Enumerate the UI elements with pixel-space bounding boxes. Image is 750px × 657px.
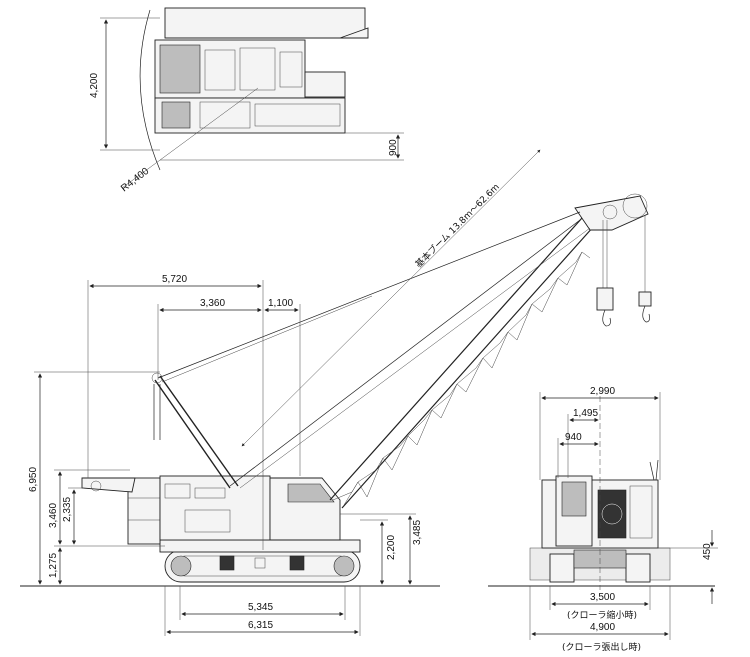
top-boom	[164, 7, 366, 39]
dim-6950: 6,950	[28, 467, 39, 492]
side-mast	[154, 379, 231, 489]
front-left-track	[549, 553, 575, 583]
side-boom-head	[574, 195, 649, 231]
top-cab	[304, 71, 346, 98]
dim-3500: 3,500	[590, 592, 615, 603]
dim-3360: 3,360	[200, 298, 225, 309]
side-upper-structure	[159, 475, 271, 541]
boom-length-label: 基本ブーム 13.8m〜62.6m	[413, 181, 502, 270]
side-rear-frame	[81, 477, 136, 493]
side-carbody	[159, 539, 361, 553]
dim-3485: 3,485	[412, 520, 423, 545]
dim-940: 940	[565, 432, 582, 443]
side-lattice-boom	[329, 217, 595, 509]
dim-3460: 3,460	[48, 503, 59, 528]
front-view: 2,990 1,495 940 450 3,500 (クローラ縮小時) 4,90…	[488, 386, 718, 653]
dim-5720: 5,720	[162, 274, 187, 285]
dim-5345: 5,345	[248, 602, 273, 613]
radius-leader	[121, 87, 259, 189]
dim-450: 450	[702, 543, 713, 560]
dim-1100: 1,100	[268, 298, 293, 309]
label-crawler-retracted: (クローラ縮小時)	[567, 609, 637, 621]
dim-2335: 2,335	[62, 497, 73, 522]
side-pendant-upper	[157, 211, 581, 379]
top-view: R4,400 4,200 900	[89, 7, 404, 195]
front-winch	[597, 489, 627, 539]
aux-hook-block	[638, 291, 652, 307]
label-crawler-extended: (クローラ張出し時)	[562, 641, 641, 653]
dim-1495: 1,495	[573, 408, 598, 419]
dim-4900: 4,900	[590, 622, 615, 633]
top-width-dim: 4,200	[89, 73, 100, 98]
swing-radius-arc	[139, 9, 161, 171]
top-offset-dim: 900	[388, 139, 399, 156]
front-right-track	[625, 553, 651, 583]
dim-2200: 2,200	[386, 535, 397, 560]
dim-1275: 1,275	[48, 553, 59, 578]
dim-2990: 2,990	[590, 386, 615, 397]
radius-dim: R4,400	[119, 166, 152, 195]
main-hook-block	[596, 287, 614, 311]
side-pendant-lower	[229, 219, 581, 487]
dim-6315: 6,315	[248, 620, 273, 631]
side-crawler	[164, 549, 361, 583]
